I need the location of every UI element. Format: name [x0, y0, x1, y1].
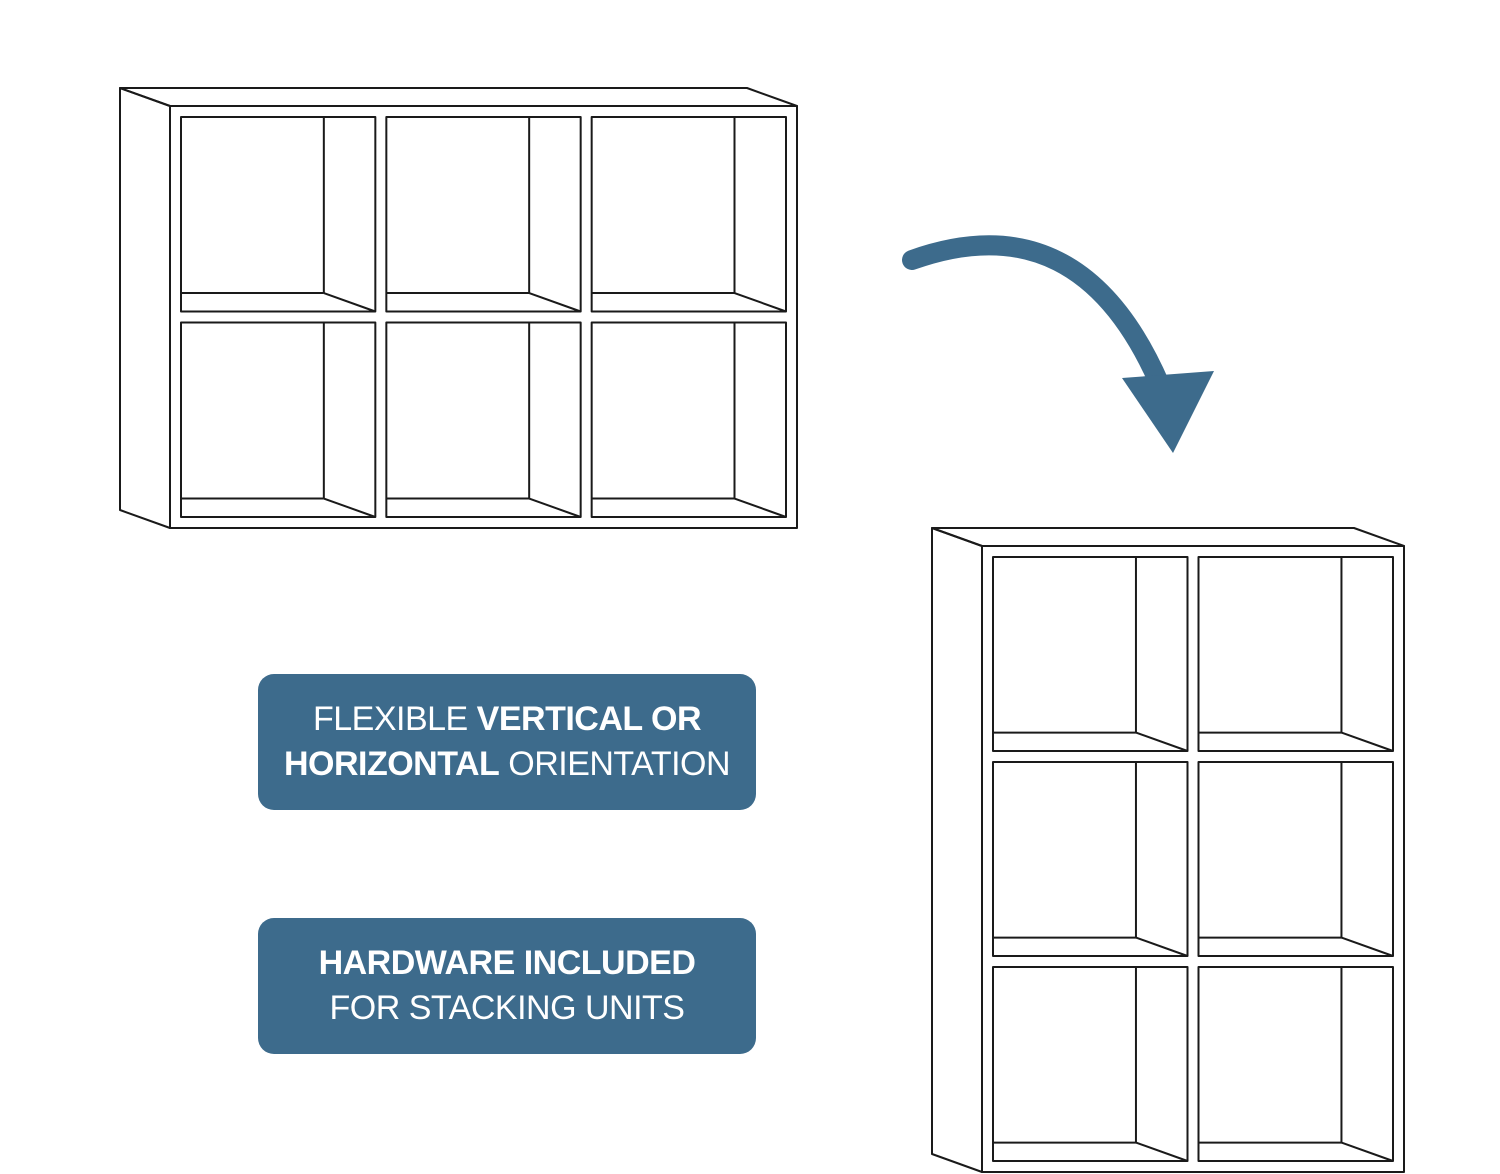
vertical-shelf-cube	[992, 966, 1189, 1162]
hardware-badge-subtitle: FOR STACKING UNITS	[329, 989, 685, 1027]
curved-arrow-head	[1122, 371, 1214, 453]
vertical-shelf-cube-opening	[992, 966, 1189, 1162]
horizontal-shelf-cube-corner-edge	[734, 292, 787, 313]
orientation-badge-line-2: HORIZONTAL ORIENTATION	[283, 742, 731, 787]
vertical-shelf-front-frame	[981, 545, 1405, 1173]
curved-arrow-shaft	[902, 235, 1170, 395]
horizontal-shelf-cube-opening	[385, 321, 582, 518]
horizontal-shelf-cube-opening	[180, 116, 377, 313]
vertical-shelf-top-panel	[931, 527, 1405, 547]
orientation-badge: FLEXIBLE VERTICAL OR HORIZONTAL ORIENTAT…	[258, 674, 756, 810]
orientation-text-horizontal: HORIZONTAL	[283, 745, 500, 783]
horizontal-shelf-cube-opening	[590, 116, 788, 313]
horizontal-shelf-cube-opening	[180, 321, 377, 518]
horizontal-shelf-cube-corner-edge	[734, 497, 787, 518]
horizontal-shelf-cube	[180, 116, 377, 313]
horizontal-shelf-cube	[385, 116, 582, 313]
horizontal-shelf-front-frame	[169, 105, 798, 529]
curved-arrow-icon	[902, 235, 1214, 453]
orientation-text-orientation: ORIENTATION	[499, 745, 731, 783]
vertical-shelf-cube	[992, 761, 1189, 957]
horizontal-shelf-cube-corner-edge	[323, 497, 376, 518]
vertical-shelf-cube	[1197, 556, 1394, 752]
vertical-shelf-cube-corner-edge	[1341, 936, 1394, 957]
horizontal-shelf-top-panel	[119, 87, 798, 107]
orientation-text-flexible: FLEXIBLE	[312, 700, 477, 738]
orientation-text-vertical: VERTICAL OR	[476, 700, 702, 738]
vertical-cube-shelf	[931, 527, 1405, 1173]
vertical-shelf-cube-corner-edge	[1341, 731, 1394, 752]
horizontal-shelf-cube-opening	[385, 116, 582, 313]
vertical-shelf-cube-corner-edge	[1135, 936, 1188, 957]
horizontal-shelf-cube	[180, 321, 377, 518]
horizontal-shelf-cube-corner-edge	[528, 292, 582, 313]
horizontal-cube-shelf	[119, 87, 798, 529]
vertical-shelf-cube-corner-edge	[1341, 1141, 1394, 1162]
horizontal-shelf-cube-corner-edge	[323, 292, 376, 313]
horizontal-shelf-cube	[590, 321, 788, 518]
vertical-shelf-cube-corner-edge	[1135, 731, 1188, 752]
orientation-badge-line-1: FLEXIBLE VERTICAL OR	[312, 697, 702, 742]
hardware-badge-title: HARDWARE INCLUDED	[318, 944, 696, 982]
vertical-shelf-cube-opening	[992, 761, 1189, 957]
horizontal-shelf-cube	[590, 116, 788, 313]
vertical-shelf-cube	[1197, 761, 1394, 957]
horizontal-shelf-cube	[385, 321, 582, 518]
vertical-shelf-cube-opening	[1197, 966, 1394, 1162]
hardware-badge: HARDWARE INCLUDED FOR STACKING UNITS	[258, 918, 756, 1054]
vertical-shelf-cube-corner-edge	[1135, 1141, 1188, 1162]
vertical-shelf-side-panel	[931, 527, 983, 1173]
vertical-shelf-cube-opening	[992, 556, 1189, 752]
horizontal-shelf-cube-corner-edge	[528, 497, 582, 518]
horizontal-shelf-cube-opening	[590, 321, 788, 518]
vertical-shelf-cube-opening	[1197, 761, 1394, 957]
horizontal-shelf-side-panel	[119, 87, 171, 529]
vertical-shelf-cube	[992, 556, 1189, 752]
vertical-shelf-cube-opening	[1197, 556, 1394, 752]
vertical-shelf-cube	[1197, 966, 1394, 1162]
